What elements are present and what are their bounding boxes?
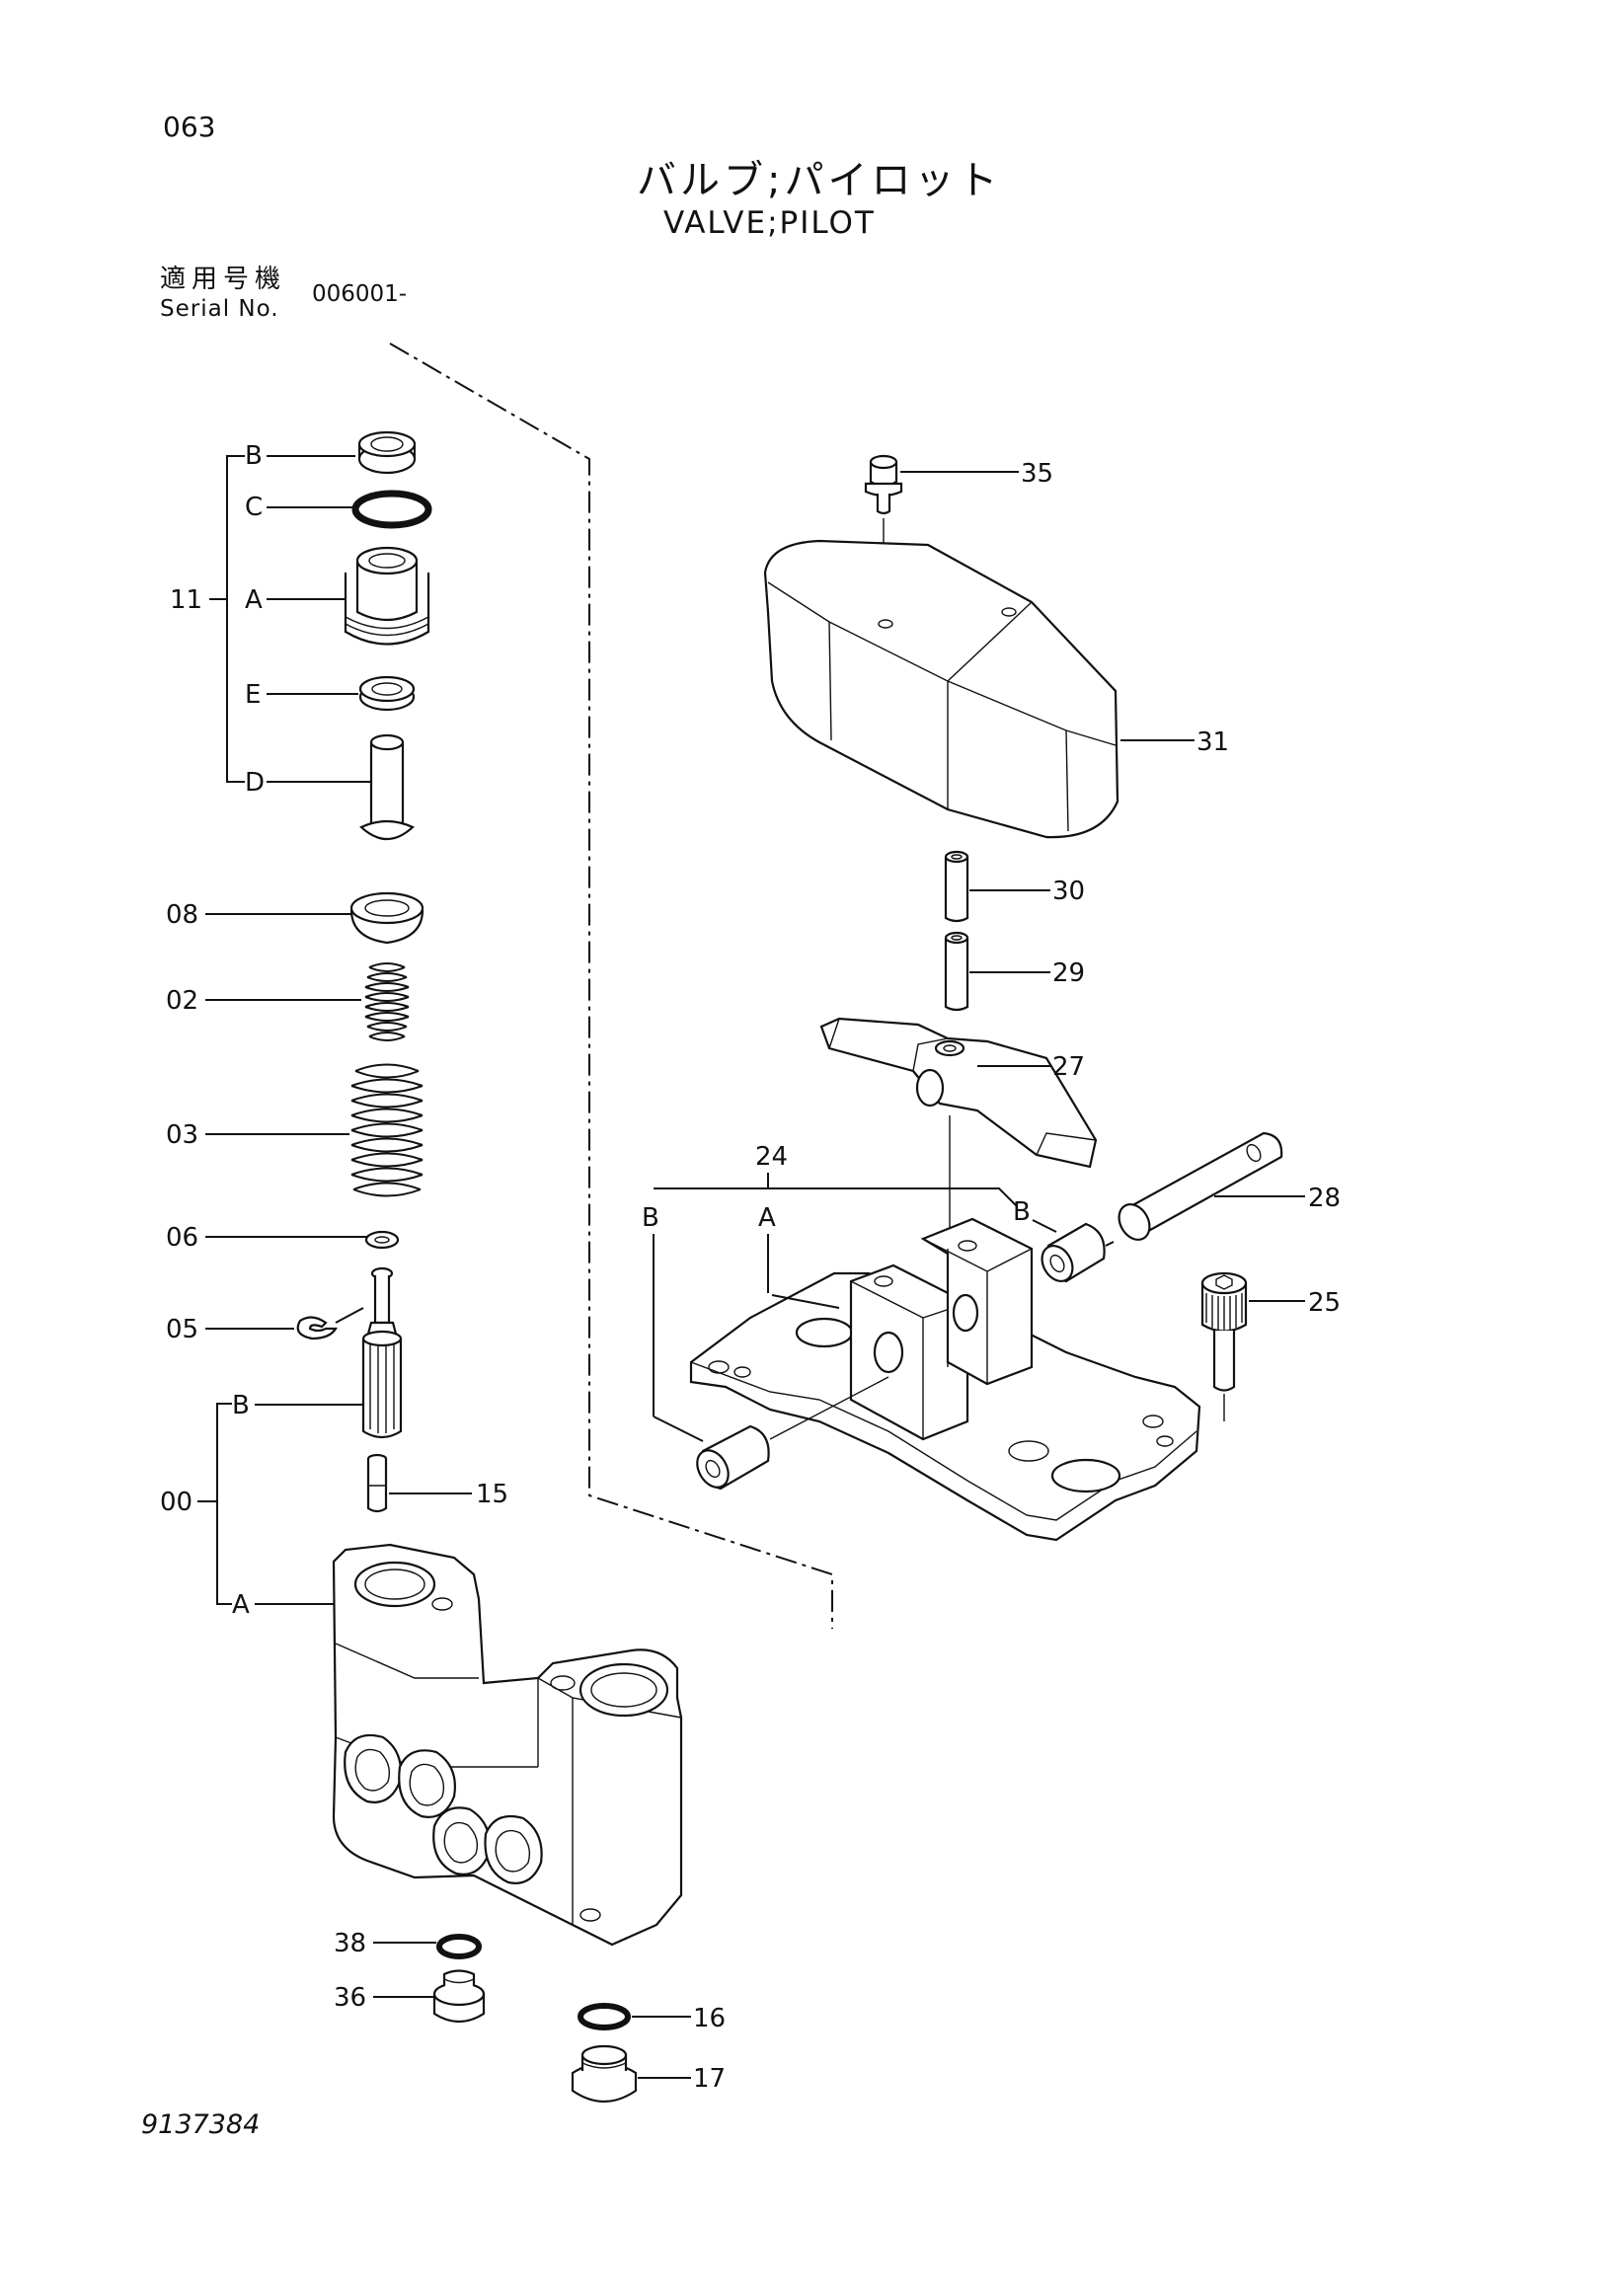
callout-35: 35 — [1021, 459, 1053, 489]
seal-11b — [357, 430, 417, 475]
document-number: 9137384 — [141, 2109, 261, 2140]
serial-value: 006001- — [312, 281, 408, 307]
o-ring-38 — [436, 1934, 482, 1959]
o-ring-11c — [351, 490, 432, 529]
page-number: 063 — [163, 111, 216, 143]
callout-25: 25 — [1308, 1288, 1341, 1318]
assembly-00-bracket — [216, 1403, 232, 1605]
plug-36 — [432, 1969, 486, 2024]
spring-seat-08 — [349, 891, 424, 945]
callout-24-b-right: B — [1013, 1197, 1031, 1227]
callout-05: 05 — [166, 1315, 198, 1344]
screw-25 — [1200, 1271, 1248, 1392]
title-japanese: バルブ;パイロット — [637, 158, 1002, 203]
assembly-11-bracket — [226, 455, 245, 783]
spool-00b — [361, 1266, 403, 1439]
callout-11-e: E — [245, 680, 261, 710]
assembly-phantom-line — [389, 343, 833, 1629]
serial-label-japanese: 適用号機 — [160, 265, 287, 294]
seal-11e — [358, 675, 416, 712]
callout-30: 30 — [1052, 877, 1085, 906]
spring-03 — [350, 1063, 424, 1197]
callout-24: 24 — [755, 1142, 788, 1172]
bushing-24b-right — [1041, 1222, 1106, 1283]
bolt-35 — [864, 454, 903, 515]
callout-29: 29 — [1052, 958, 1085, 988]
callout-38: 38 — [334, 1929, 366, 1958]
callout-08: 08 — [166, 900, 198, 930]
base-plate-24a — [689, 1217, 1201, 1542]
title-english: VALVE;PILOT — [663, 205, 876, 241]
bushing-24b-left — [696, 1424, 770, 1491]
valve-body-00a — [332, 1543, 683, 1947]
bushing-11a — [344, 546, 430, 646]
callout-06: 06 — [166, 1223, 198, 1253]
callout-36: 36 — [334, 1983, 366, 2013]
callout-15: 15 — [476, 1480, 508, 1509]
callout-00: 00 — [160, 1488, 193, 1517]
callout-11-a: A — [245, 585, 263, 615]
assembly-24-bracket — [654, 1187, 1018, 1207]
callout-28: 28 — [1308, 1184, 1341, 1213]
snap-ring-05 — [296, 1307, 364, 1340]
plug-17 — [571, 2044, 638, 2103]
serial-label-english: Serial No. — [160, 296, 279, 322]
callout-00-b: B — [232, 1391, 250, 1420]
cam-27 — [819, 1017, 1098, 1169]
callout-11-d: D — [245, 768, 265, 798]
pin-30 — [944, 850, 969, 923]
shaft-28 — [1118, 1131, 1283, 1241]
callout-11-b: B — [245, 441, 263, 471]
spring-02 — [364, 962, 410, 1041]
callout-11: 11 — [170, 585, 202, 615]
washer-06 — [364, 1230, 400, 1250]
pin-29 — [944, 931, 969, 1012]
callout-17: 17 — [693, 2064, 726, 2094]
callout-11-c: C — [245, 493, 263, 522]
cover-31 — [763, 539, 1119, 839]
callout-00-a: A — [232, 1590, 250, 1620]
callout-16: 16 — [693, 2004, 726, 2033]
pin-11d — [359, 733, 415, 840]
callout-24-a: A — [758, 1203, 776, 1233]
o-ring-16 — [578, 2003, 631, 2030]
callout-31: 31 — [1196, 727, 1229, 757]
callout-03: 03 — [166, 1120, 198, 1150]
pin-15 — [366, 1453, 388, 1513]
callout-24-b-left: B — [642, 1203, 659, 1233]
callout-02: 02 — [166, 986, 198, 1016]
callout-27: 27 — [1052, 1052, 1085, 1082]
